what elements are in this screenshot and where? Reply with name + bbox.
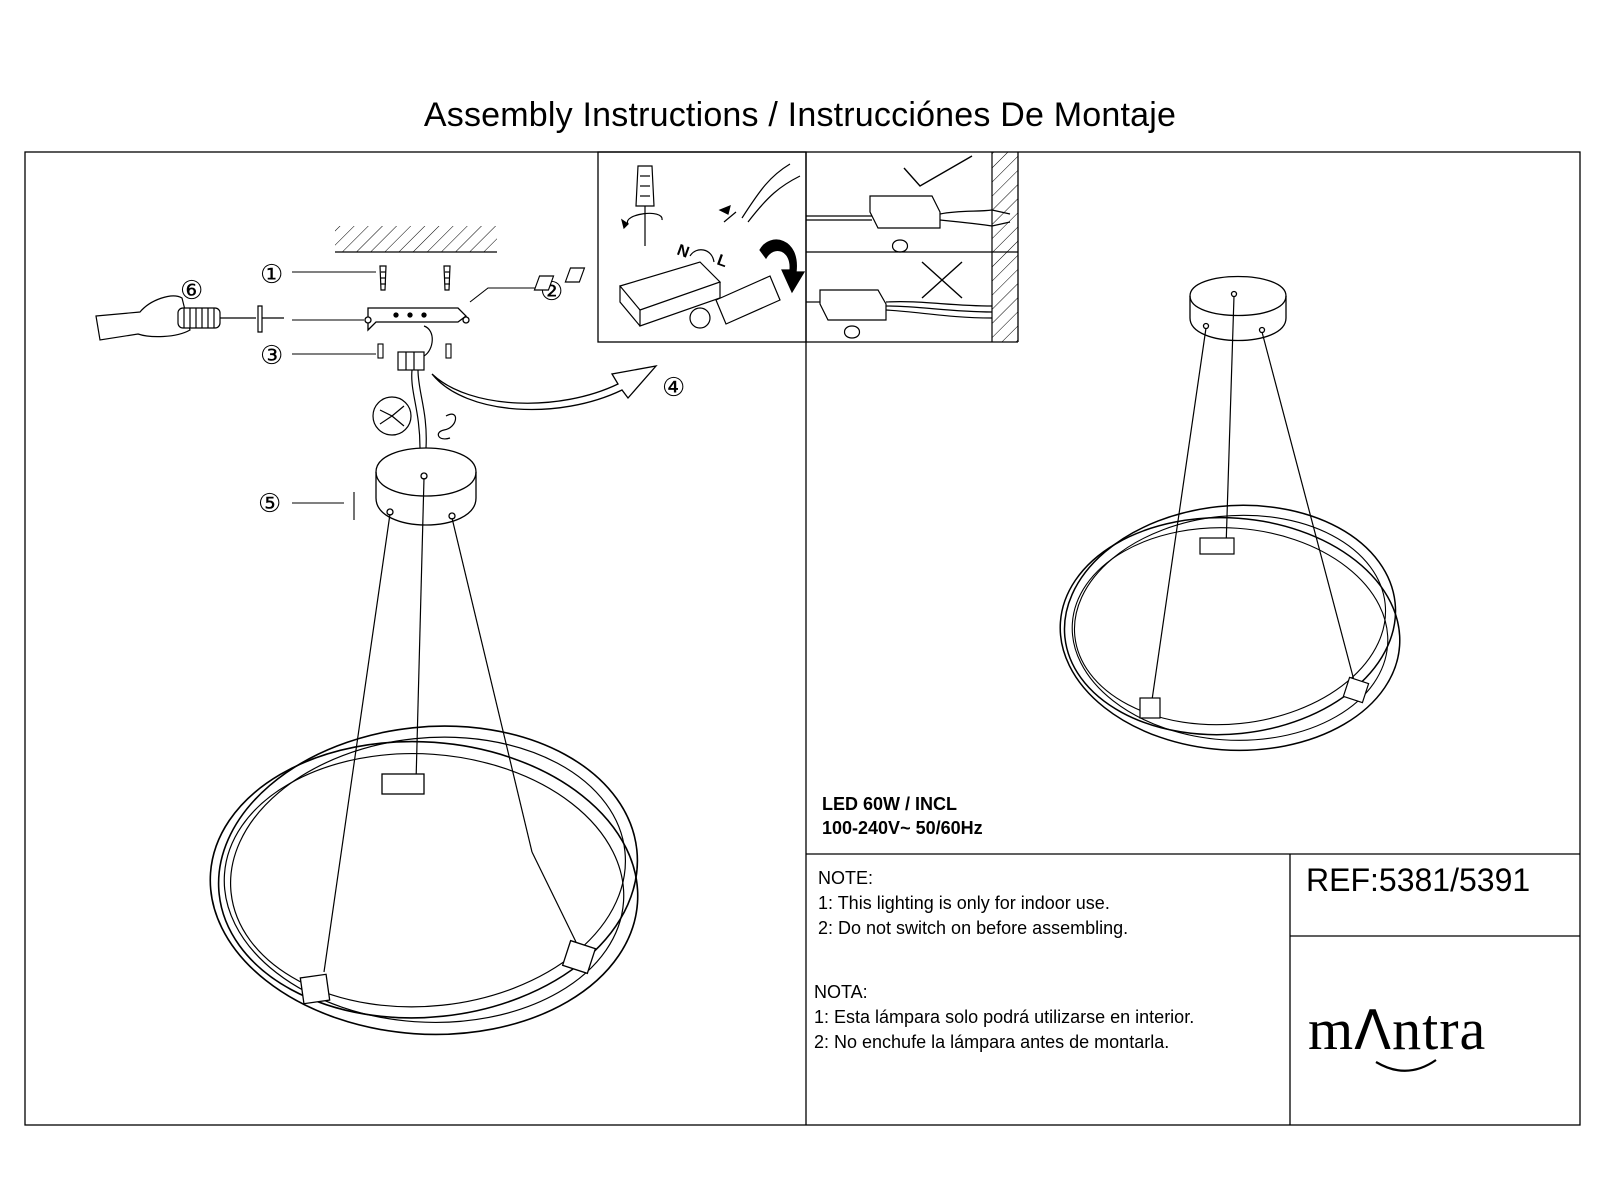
note-en-heading: NOTE: [818,868,874,888]
reference-number: REF:5381/5391 [1306,862,1531,898]
brand-apex: Λ [1354,999,1393,1062]
note-es-heading: NOTA: [814,982,868,1002]
callout-leaders [292,271,538,520]
spec-wattage: LED 60W / INCL [822,794,958,814]
brand-letters-ntra: ntra [1392,997,1487,1062]
hand-screwdriver [95,295,284,341]
correct-install [806,195,1011,253]
wall-section [991,152,1018,342]
ceiling-screws [379,265,451,291]
callout-6: ⑥ [180,276,203,306]
note-es-item-1: 1: Esta lámpara solo podrá utilizarse en… [814,1007,1195,1027]
frame-lines [24,151,1581,1126]
terminal-label-n: N [675,242,692,262]
document-title: Assembly Instructions / Instrucciónes De… [423,96,1177,134]
check-mark-icon [903,155,973,187]
wiring-terminal-inset [533,163,806,329]
callout-4: ④ [662,373,685,403]
led-rings-left [209,725,639,1036]
led-rings-right [1059,504,1401,752]
canopy-right [1189,275,1287,342]
terminal-label-l: L [715,252,730,271]
wrong-install [806,289,993,339]
brand-logo: mΛntra [1308,996,1486,1063]
ceiling-surface [335,226,497,253]
wire-clamp [372,396,412,436]
spec-voltage: 100-240V~ 50/60Hz [822,818,983,838]
arrow-to-wiring-inset [431,365,658,411]
terminal-block-small [397,325,457,449]
canopy-left [375,447,477,526]
callout-3: ③ [260,341,283,371]
note-es-item-2: 2: No enchufe la lámpara antes de montar… [814,1032,1170,1052]
suspension-cables-right [1151,295,1357,701]
brand-swoosh [1375,1059,1437,1072]
suspension-cables-left [323,477,577,973]
mounting-bracket [364,307,470,332]
brand-letter-m: m [1308,997,1355,1062]
note-en-item-1: 1: This lighting is only for indoor use. [818,893,1110,913]
note-en-item-2: 2: Do not switch on before assembling. [818,918,1129,938]
callout-1: ① [260,260,283,290]
callout-5: ⑤ [258,489,281,519]
bracket-screws [377,343,452,359]
cross-mark-icon [921,261,963,299]
callout-numbers: ① ② ③ ④ ⑤ ⑥ [180,260,685,519]
